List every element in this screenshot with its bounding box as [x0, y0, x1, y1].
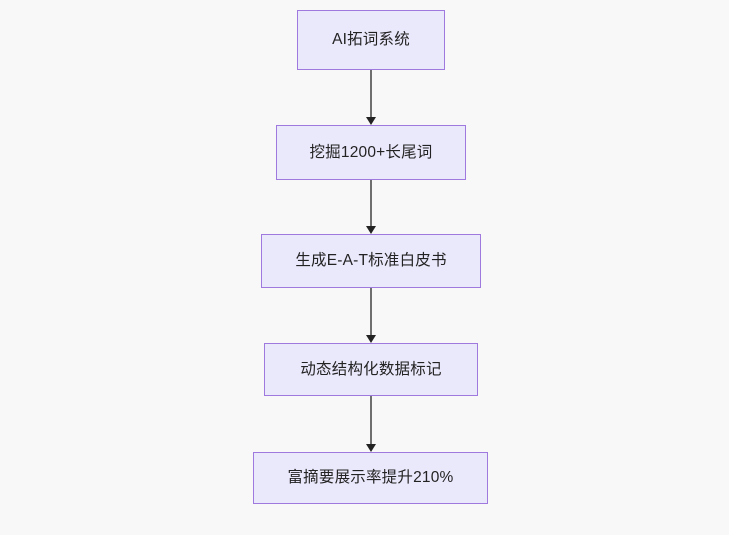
edge-line — [370, 288, 372, 336]
edge-line — [370, 180, 372, 227]
node-label: AI拓词系统 — [332, 31, 410, 49]
node-label: 生成E-A-T标准白皮书 — [295, 252, 447, 270]
node-label: 挖掘1200+长尾词 — [309, 143, 433, 161]
edge-line — [370, 70, 372, 118]
flowchart-node-dynamic-structured-data-markup[interactable]: 动态结构化数据标记 — [264, 343, 478, 396]
edge-line — [370, 396, 372, 445]
flowchart-node-ai-keyword-system[interactable]: AI拓词系统 — [297, 10, 445, 70]
arrow-down-icon — [366, 444, 376, 452]
arrow-down-icon — [366, 117, 376, 125]
flowchart-node-mine-longtail-keywords[interactable]: 挖掘1200+长尾词 — [276, 125, 466, 180]
node-label: 动态结构化数据标记 — [300, 360, 442, 378]
arrow-down-icon — [366, 335, 376, 343]
node-label: 富摘要展示率提升210% — [287, 469, 454, 487]
flowchart-node-rich-snippet-impression-lift[interactable]: 富摘要展示率提升210% — [253, 452, 488, 504]
flowchart-node-generate-eat-whitepaper[interactable]: 生成E-A-T标准白皮书 — [261, 234, 481, 288]
arrow-down-icon — [366, 226, 376, 234]
